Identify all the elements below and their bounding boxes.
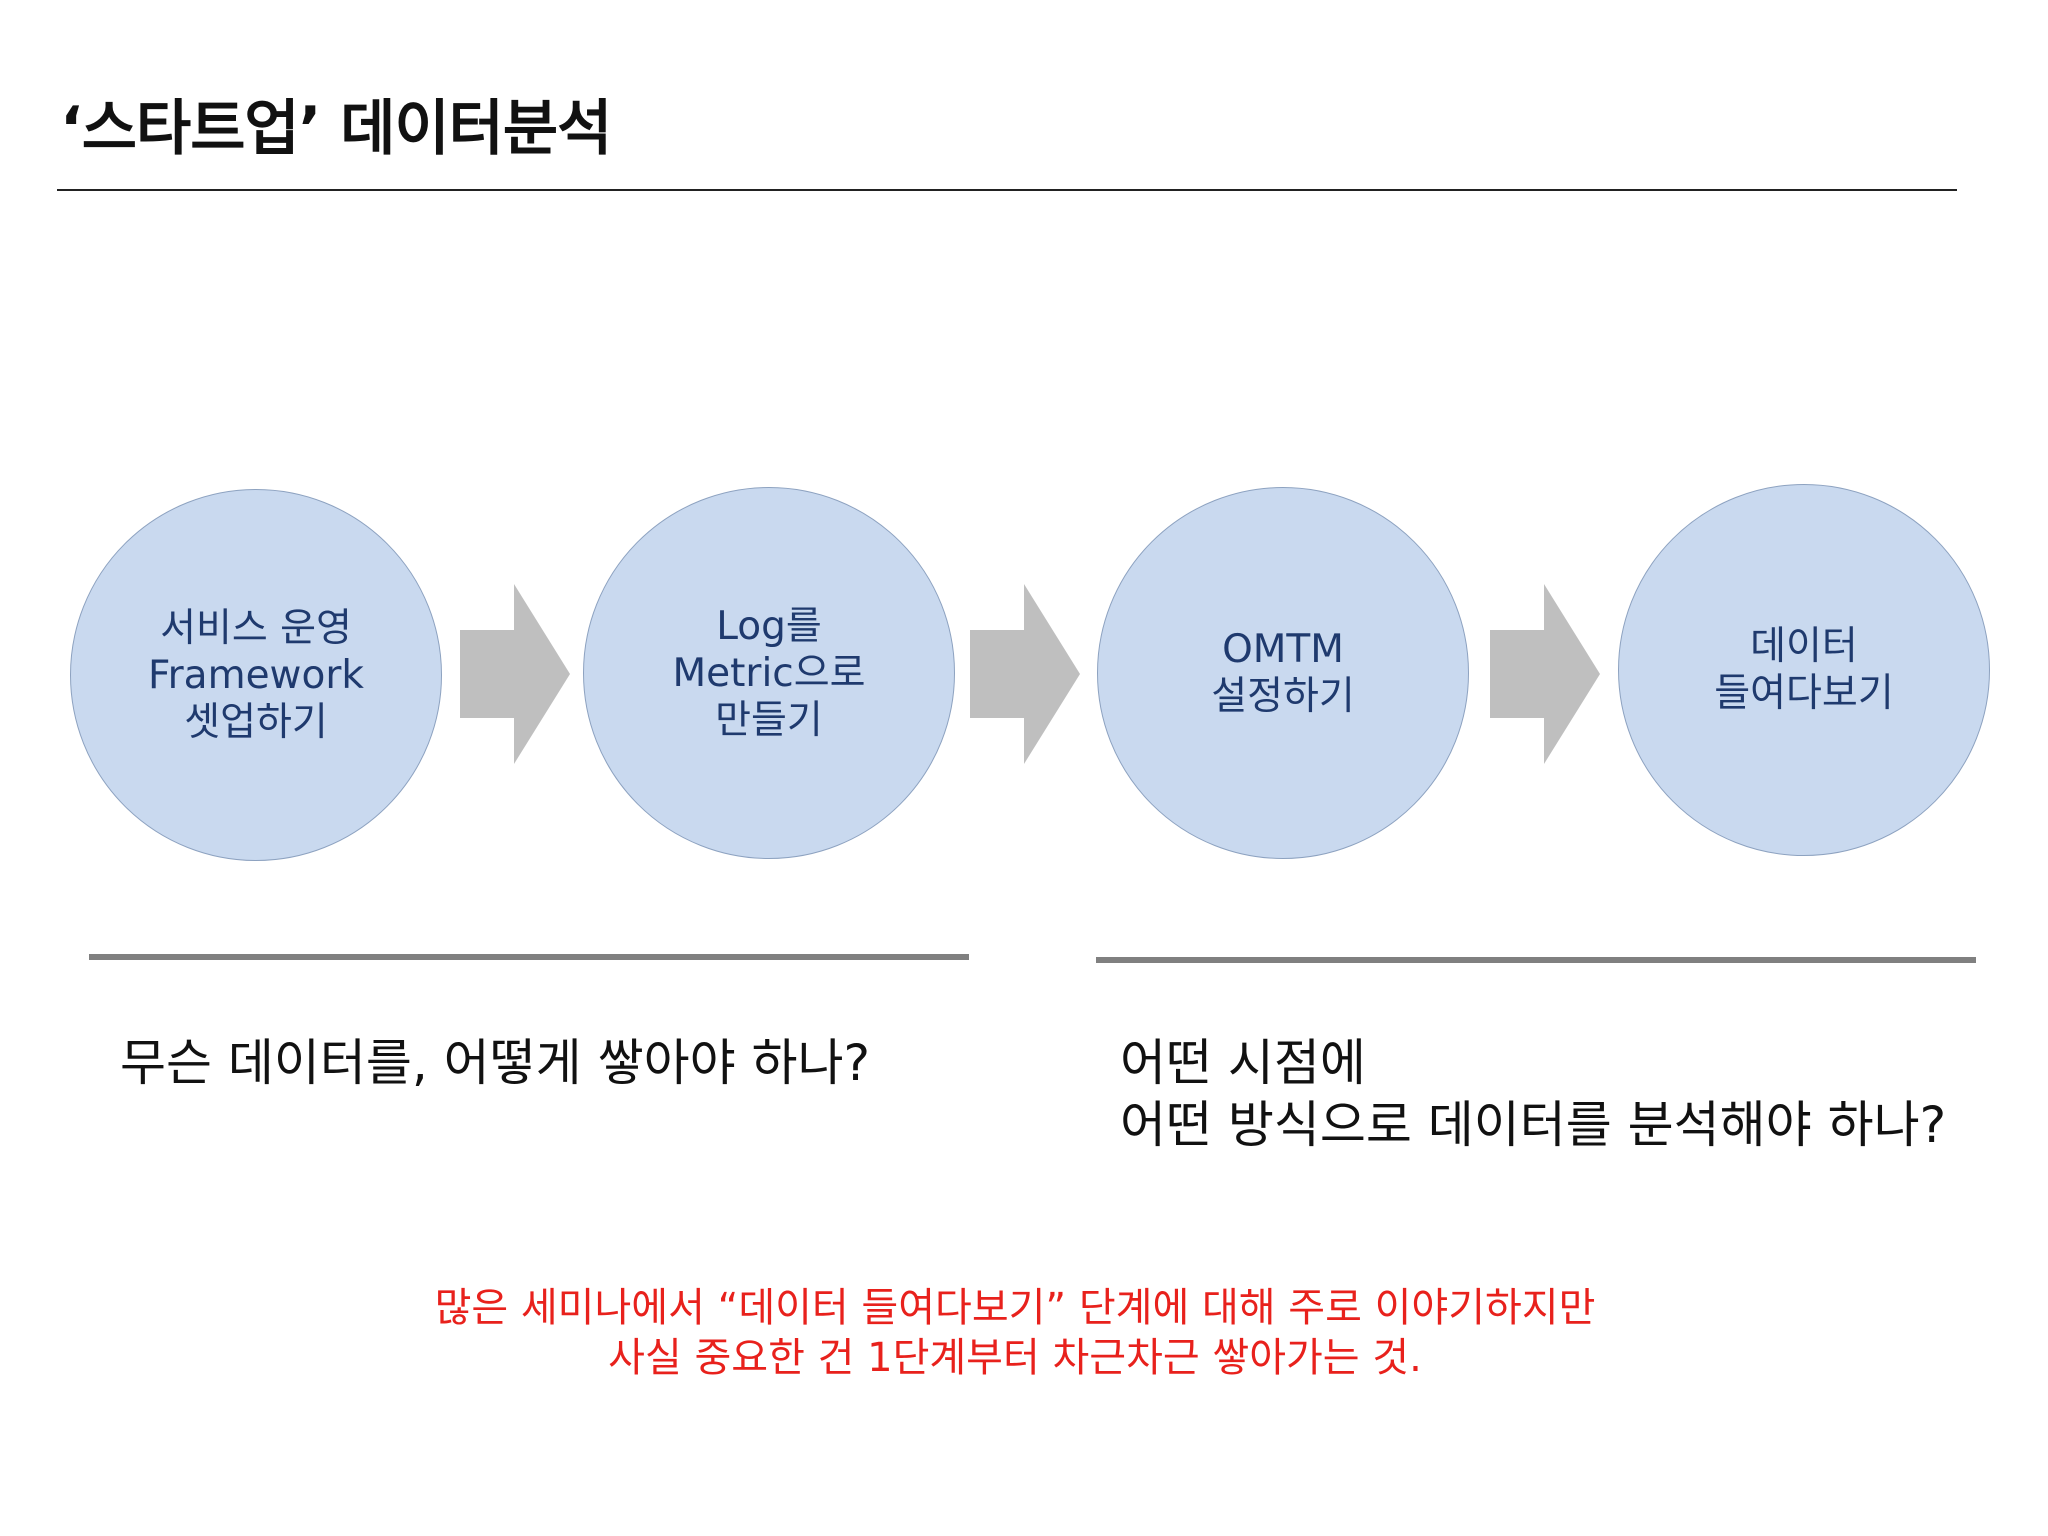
stage-1-circle: 서비스 운영 Framework 셋업하기 <box>70 489 442 861</box>
right-question: 어떤 시점에 어떤 방식으로 데이터를 분석해야 하나? <box>1120 1034 1947 1154</box>
footnote: 많은 세미나에서 “데이터 들여다보기” 단계에 대해 주로 이야기하지만 사실… <box>434 1285 1596 1381</box>
arrow-3-icon <box>1490 584 1600 764</box>
stage-1-label: 서비스 운영 Framework 셋업하기 <box>148 605 364 745</box>
stage-4-label: 데이터 들여다보기 <box>1714 624 1894 716</box>
stage-2-circle: Log를 Metric으로 만들기 <box>583 487 955 859</box>
stage-3-label: OMTM 설정하기 <box>1211 627 1355 719</box>
stage-4-circle: 데이터 들여다보기 <box>1618 484 1990 856</box>
stage-2-label: Log를 Metric으로 만들기 <box>672 603 866 743</box>
arrow-1-icon <box>460 584 570 764</box>
right-group-divider <box>1096 957 1976 963</box>
stage-3-circle: OMTM 설정하기 <box>1097 487 1469 859</box>
left-question: 무슨 데이터를, 어떻게 쌓아야 하나? <box>120 1034 871 1092</box>
arrow-2-icon <box>970 584 1080 764</box>
page-title: ‘스타트업’ 데이터분석 <box>60 94 612 164</box>
title-divider <box>57 189 1957 191</box>
left-group-divider <box>89 954 969 960</box>
